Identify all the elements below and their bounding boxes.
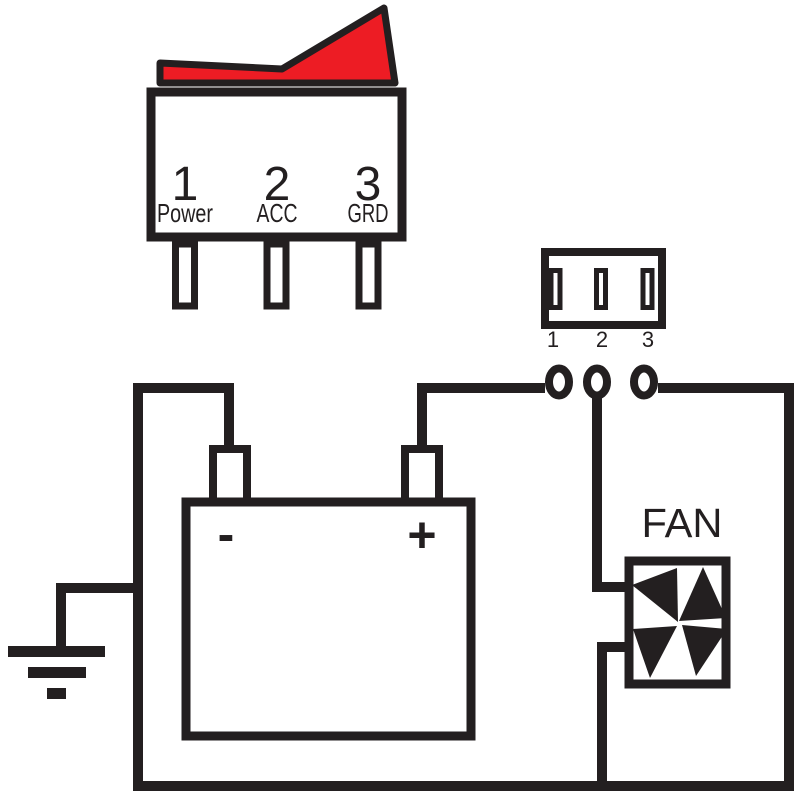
connector: 1 2 3	[541, 248, 666, 352]
fan-blade-upper-left	[632, 568, 678, 622]
battery-positive-terminal	[401, 445, 443, 506]
wires	[56, 382, 794, 791]
acc-to-fan-wire	[592, 382, 629, 592]
battery: - +	[181, 445, 476, 741]
switch-pin-1	[172, 240, 198, 310]
earth-ground-icon	[8, 646, 105, 699]
fan-blade-lower-right	[682, 625, 727, 676]
fan-body	[624, 556, 731, 689]
connector-slot-2	[594, 268, 608, 310]
ring-terminal-2-icon	[583, 364, 611, 400]
fan-to-ground-bus-wire	[597, 642, 629, 786]
rocker-actuator-icon	[156, 4, 399, 87]
battery-positive-label: +	[407, 507, 436, 563]
switch-pin-1-label: Power	[157, 198, 213, 228]
switch-pin-3	[355, 240, 382, 310]
switch-pin-2-number: 2	[264, 158, 291, 211]
rocker-switch: 1 2 3 Power ACC GRD	[146, 4, 407, 310]
switch-pin-1-number: 1	[172, 158, 199, 211]
switch-pin-2	[263, 240, 290, 310]
fan-blade-upper-right	[679, 567, 726, 621]
ground-bar-short	[47, 688, 66, 699]
battery-body	[181, 497, 476, 741]
connector-pin-1-label: 1	[547, 327, 559, 352]
fan-label: FAN	[642, 500, 723, 546]
connector-pin-2-label: 2	[596, 327, 608, 352]
battery-positive-wire	[417, 383, 545, 455]
ring-terminals	[545, 364, 658, 400]
fan: FAN	[624, 500, 731, 689]
ground-bar-medium	[28, 667, 86, 678]
fan-blades-icon	[632, 567, 727, 678]
switch-pin-3-number: 3	[355, 158, 382, 211]
battery-negative-label: -	[218, 506, 235, 562]
ring-terminal-1-icon	[545, 364, 573, 400]
switch-body	[146, 87, 407, 242]
connector-pin-3-label: 3	[642, 327, 654, 352]
battery-negative-terminal	[209, 445, 251, 506]
ground-bar-long	[8, 646, 105, 657]
ring-terminal-3-icon	[630, 364, 658, 400]
earth-ground-branch-wire	[56, 583, 143, 651]
connector-slot-1	[548, 268, 563, 310]
switch-pin-2-label: ACC	[257, 198, 298, 228]
fan-blade-lower-left	[633, 626, 677, 678]
ground-bus-wire	[133, 383, 794, 791]
switch-pin-3-label: GRD	[348, 198, 389, 228]
connector-slot-3	[640, 268, 655, 310]
